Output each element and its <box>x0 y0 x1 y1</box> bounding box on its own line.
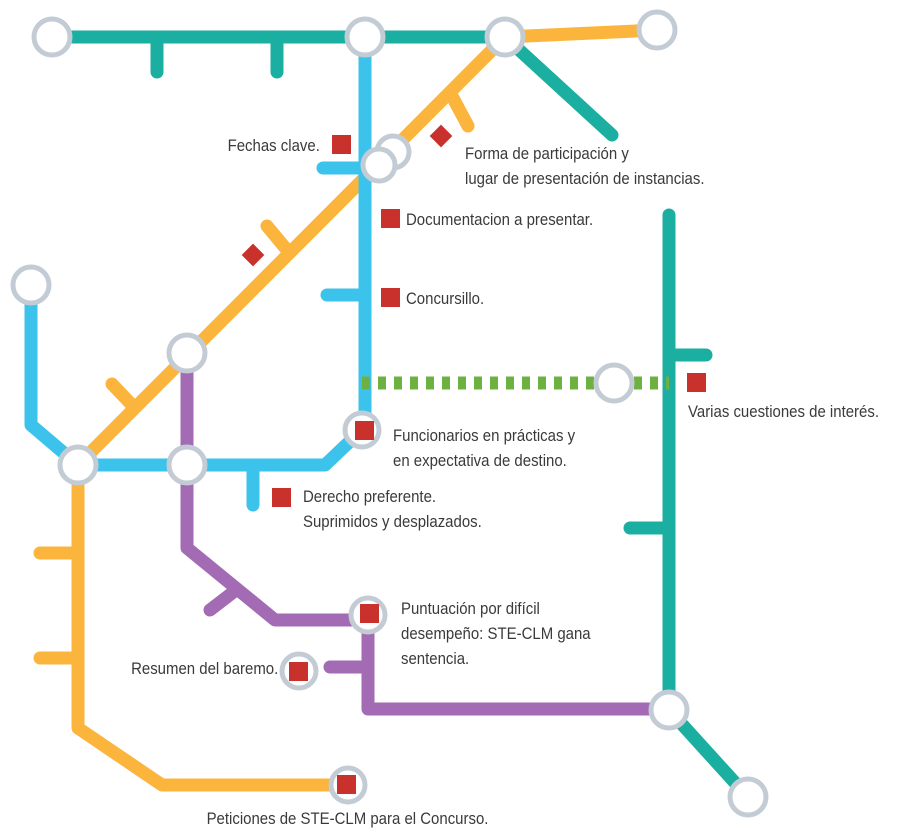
marker-square <box>381 288 400 307</box>
marker-square <box>355 421 374 440</box>
marker-diamond <box>429 124 453 148</box>
blue-line <box>24 30 372 512</box>
label-resumen-baremo: Resumen del baremo. <box>130 659 278 678</box>
marker-square <box>332 135 351 154</box>
station <box>648 689 690 731</box>
station <box>31 16 73 58</box>
label-concursillo: Concursillo. <box>406 289 485 308</box>
label-fechas-clave: Fechas clave. <box>227 136 320 155</box>
label-documentacion: Documentacion a presentar. <box>406 210 594 229</box>
marker-square <box>272 488 291 507</box>
label-peticiones: Peticiones de STE-CLM para el Concurso. <box>206 809 489 828</box>
marker-diamond <box>241 243 265 267</box>
label-puntuacion: Puntuación por difícil desempeño: STE-CL… <box>401 599 591 668</box>
label-derecho-preferente: Derecho preferente. Suprimidos y desplaz… <box>303 487 482 531</box>
station <box>484 16 526 58</box>
marker-square <box>687 373 706 392</box>
station <box>10 264 52 306</box>
marker-square <box>360 604 379 623</box>
label-forma-participacion: Forma de participación y lugar de presen… <box>465 144 705 188</box>
marker-square <box>381 209 400 228</box>
station <box>636 9 678 51</box>
orange-line <box>33 23 664 792</box>
station <box>166 444 208 486</box>
stations <box>10 9 769 818</box>
station <box>727 776 769 818</box>
label-funcionarios: Funcionarios en prácticas y en expectati… <box>393 426 576 470</box>
station <box>57 444 99 486</box>
station <box>360 146 398 184</box>
station <box>593 362 635 404</box>
marker-square <box>289 662 308 681</box>
station <box>166 332 208 374</box>
marker-square <box>337 775 356 794</box>
label-varias-cuestiones: Varias cuestiones de interés. <box>688 402 879 421</box>
station <box>344 16 386 58</box>
markers <box>241 124 706 794</box>
